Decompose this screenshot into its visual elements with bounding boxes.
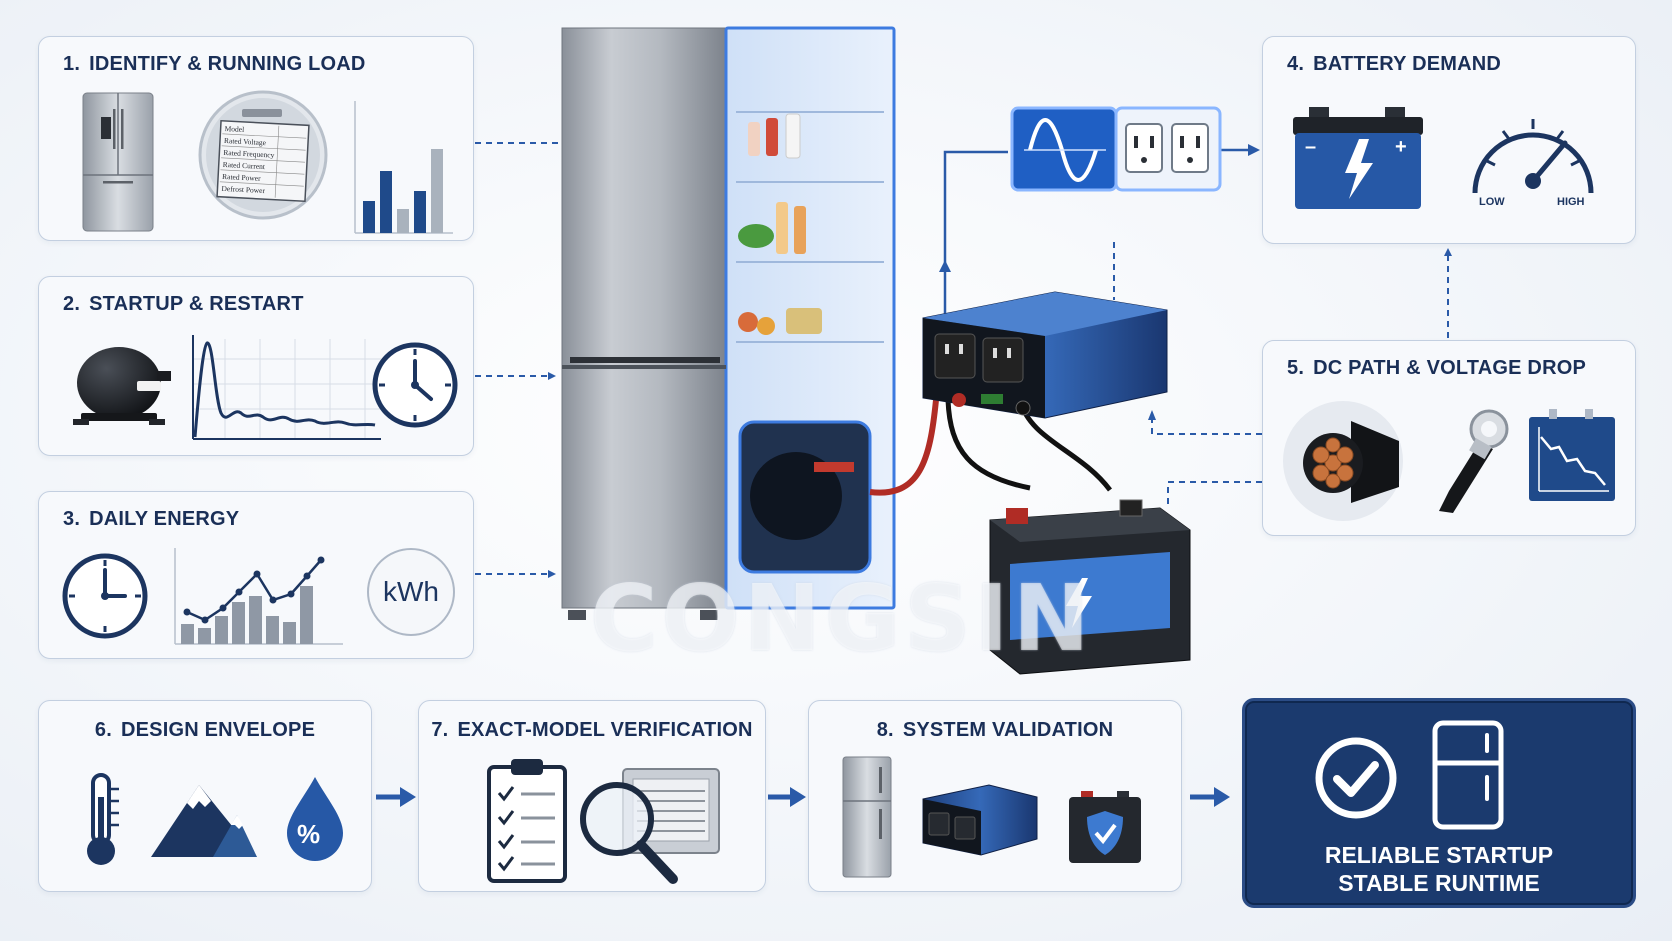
thermometer-icon <box>87 773 119 865</box>
nameplate-line-1: Rated Voltage <box>224 136 267 147</box>
checklist-clipboard-icon <box>487 759 567 883</box>
svg-text:–: – <box>1305 136 1316 158</box>
clock-icon-restart <box>372 342 458 428</box>
demand-gauge-icon: LOW HIGH <box>1472 119 1594 208</box>
gauge-low-label: LOW <box>1479 196 1505 208</box>
nameplate-line-2: Rated Frequency <box>223 148 275 160</box>
step-3-title: 3.DAILY ENERGY <box>63 508 240 530</box>
flow-arrow-6-7 <box>376 787 416 807</box>
svg-text:+: + <box>1395 136 1407 158</box>
mountain-altitude-icon <box>151 785 257 857</box>
ac-output-icon <box>1010 106 1222 192</box>
final-result-line-1: RELIABLE STARTUP <box>1324 842 1554 868</box>
main-refrigerator-illustration <box>561 26 896 620</box>
kwh-label: kWh <box>383 576 439 607</box>
step-8-title: 8.SYSTEM VALIDATION <box>876 719 1114 741</box>
clock-icon-daily <box>62 553 148 639</box>
humidity-percent-icon: % <box>287 777 343 861</box>
step-7-panel: 7.EXACT-MODEL VERIFICATION <box>418 700 766 892</box>
nameplate-magnifier-verify-icon <box>580 768 720 884</box>
inverter-illustration <box>922 291 1168 419</box>
flow-arrow-7-8 <box>768 787 806 807</box>
dashed-connector-5-to-inverter <box>1148 410 1262 435</box>
startup-surge-graph-icon <box>192 335 381 440</box>
dashed-connector-5-to-4 <box>1444 248 1452 338</box>
gauge-high-label: HIGH <box>1557 196 1585 208</box>
kwh-badge-icon: kWh <box>367 548 455 636</box>
final-result-line-2: STABLE RUNTIME <box>1338 870 1540 896</box>
daily-energy-chart-icon <box>174 548 343 645</box>
compressor-icon <box>73 347 171 425</box>
outlet-to-battery-demand-arrow <box>1220 144 1260 156</box>
step-5-panel: 5.DC PATH & VOLTAGE DROP <box>1262 340 1636 536</box>
load-bar-chart-icon <box>354 101 453 234</box>
ring-terminal-icon <box>1439 409 1509 513</box>
step-8-panel: 8.SYSTEM VALIDATION <box>808 700 1182 892</box>
final-result-panel: RELIABLE STARTUP STABLE RUNTIME <box>1242 698 1636 908</box>
step-2-panel: 2.STARTUP & RESTART <box>38 276 474 456</box>
step-7-title: 7.EXACT-MODEL VERIFICATION <box>431 719 753 741</box>
validation-refrigerator-icon <box>842 756 892 878</box>
dashed-connector-5-to-battery <box>1167 481 1262 508</box>
battery-illustration <box>989 499 1191 675</box>
voltage-drop-chart-icon <box>1529 409 1615 501</box>
inverter-to-outlet-arrow <box>939 150 1008 325</box>
dashed-connector-2 <box>475 372 556 380</box>
step-4-panel: 4.BATTERY DEMAND – + LOW HIGH <box>1262 36 1636 244</box>
validation-battery-shield-icon <box>1069 791 1141 863</box>
nameplate-line-0: Model <box>224 124 244 134</box>
svg-text:%: % <box>297 819 320 849</box>
step-2-title: 2.STARTUP & RESTART <box>63 293 304 315</box>
nameplate-line-5: Defrost Power <box>221 184 265 195</box>
step-4-title: 4.BATTERY DEMAND <box>1287 53 1502 75</box>
nameplate-line-4: Rated Power <box>222 172 261 183</box>
copper-cable-icon <box>1283 401 1403 521</box>
brand-watermark: CONGSIN <box>590 565 1094 672</box>
step-6-title: 6.DESIGN ENVELOPE <box>94 719 316 741</box>
step-5-title: 5.DC PATH & VOLTAGE DROP <box>1287 357 1587 379</box>
validation-inverter-icon <box>922 784 1038 856</box>
step-3-panel: 3.DAILY ENERGY kWh <box>38 491 474 659</box>
nameplate-line-3: Rated Current <box>223 160 267 171</box>
step-1-panel: 1.IDENTIFY & RUNNING LOAD Model Rated Vo… <box>38 36 474 241</box>
step-6-panel: 6.DESIGN ENVELOPE % <box>38 700 372 892</box>
dashed-connector-3 <box>475 570 556 578</box>
step-1-title: 1.IDENTIFY & RUNNING LOAD <box>63 53 366 75</box>
flow-arrow-8-final <box>1190 787 1230 807</box>
refrigerator-icon <box>82 92 154 232</box>
final-refrigerator-icon <box>1432 720 1504 830</box>
nameplate-magnifier-icon: Model Rated Voltage Rated Frequency Rate… <box>198 90 328 220</box>
check-circle-icon <box>1315 737 1397 819</box>
battery-demand-icon: – + <box>1293 107 1423 209</box>
